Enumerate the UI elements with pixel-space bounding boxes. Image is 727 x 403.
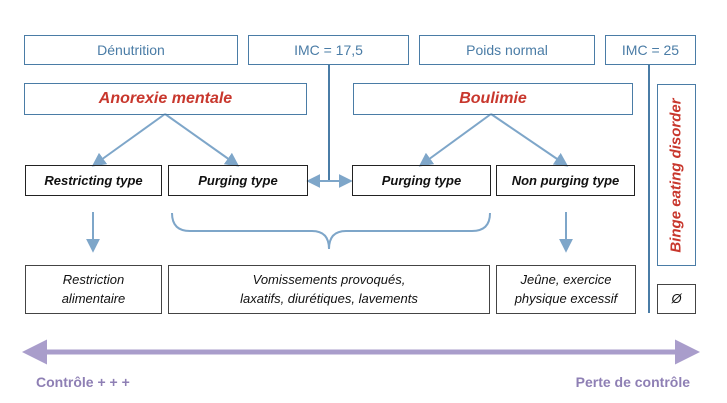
imc-17-header: IMC = 17,5 bbox=[248, 35, 409, 65]
jeune-exercice-label: Jeûne, exercice physique excessif bbox=[514, 271, 618, 306]
denutrition-header: Dénutrition bbox=[24, 35, 238, 65]
anorexie-mentale-label: Anorexie mentale bbox=[98, 90, 233, 107]
restriction-alimentaire-box: Restriction alimentaire bbox=[25, 265, 162, 314]
poids-normal-header: Poids normal bbox=[419, 35, 595, 65]
perte-de-controle-label: Perte de contrôle bbox=[575, 374, 690, 390]
non-purging-type-label: Non purging type bbox=[511, 173, 620, 188]
anorexie-split-arrows bbox=[91, 113, 240, 167]
boulimie-label: Boulimie bbox=[459, 90, 527, 107]
poids-normal-label: Poids normal bbox=[466, 42, 548, 58]
controle-label: Contrôle + + + bbox=[36, 374, 130, 390]
binge-eating-label: Binge eating disorder bbox=[668, 97, 686, 253]
restricting-type-box: Restricting type bbox=[25, 165, 162, 196]
restriction-alimentaire-label: Restriction alimentaire bbox=[61, 271, 126, 306]
binge-eating-box: Binge eating disorder bbox=[657, 84, 696, 266]
purging-type-boulimie-label: Purging type bbox=[381, 173, 462, 188]
vomissements-label: Vomissements provoqués, laxatifs, diurét… bbox=[240, 271, 418, 306]
purging-brace bbox=[171, 212, 491, 250]
anorexie-mentale-box: Anorexie mentale bbox=[24, 83, 307, 115]
restricting-type-label: Restricting type bbox=[44, 173, 143, 188]
boulimie-box: Boulimie bbox=[353, 83, 633, 115]
binge-result-box: Ø bbox=[657, 284, 696, 314]
vomissements-box: Vomissements provoqués, laxatifs, diurét… bbox=[168, 265, 490, 314]
denutrition-label: Dénutrition bbox=[97, 42, 165, 58]
non-purging-type-box: Non purging type bbox=[496, 165, 635, 196]
boulimie-split-arrows bbox=[418, 113, 569, 167]
purging-type-anorexie-label: Purging type bbox=[198, 173, 278, 188]
imc-25-header: IMC = 25 bbox=[605, 35, 696, 65]
purging-type-anorexie-box: Purging type bbox=[168, 165, 308, 196]
purging-type-boulimie-box: Purging type bbox=[352, 165, 491, 196]
imc-25-label: IMC = 25 bbox=[621, 42, 680, 58]
jeune-exercice-box: Jeûne, exercice physique excessif bbox=[496, 265, 636, 314]
imc-17-label: IMC = 17,5 bbox=[294, 42, 363, 58]
empty-set-symbol: Ø bbox=[671, 290, 682, 306]
